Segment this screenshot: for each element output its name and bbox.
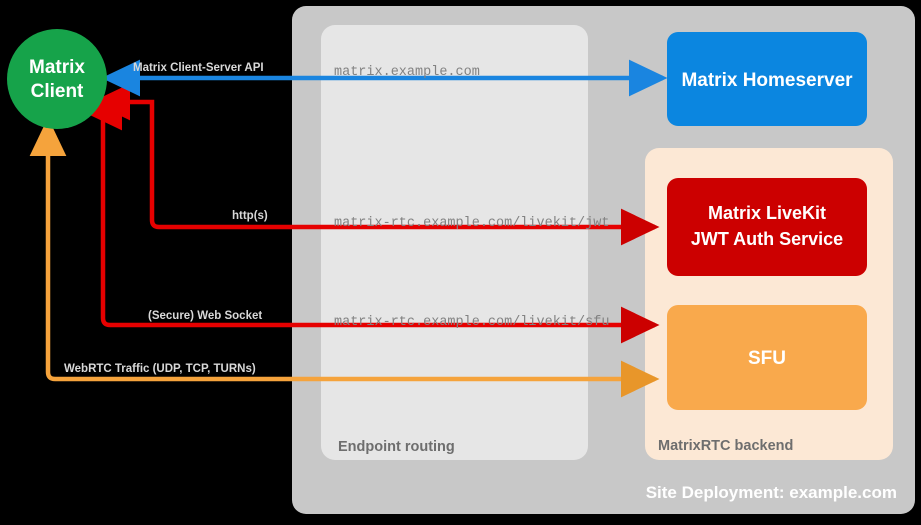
edge-livekit-sfu-label: (Secure) Web Socket xyxy=(148,310,262,322)
edge-livekit-sfu-line xyxy=(83,93,660,344)
matrix-homeserver-label: Matrix Homeserver xyxy=(681,70,853,91)
edge-client-server-api-label: Matrix Client-Server API xyxy=(133,62,264,74)
node-sfu[interactable]: SFU xyxy=(667,305,867,410)
sfu-box[interactable] xyxy=(667,305,867,410)
endpoint-routing-container xyxy=(321,25,588,460)
edge-livekit-sfu-endpoint: matrix-rtc.example.com/livekit/sfu xyxy=(334,315,609,330)
jwt-auth-service-label-line-1: Matrix LiveKit xyxy=(708,203,826,223)
matrix-client-circle[interactable] xyxy=(7,29,107,129)
edge-livekit-jwt-endpoint: matrix-rtc.example.com/livekit/jwt xyxy=(334,216,609,231)
node-jwt-auth-service[interactable]: Matrix LiveKit JWT Auth Service xyxy=(667,178,867,276)
matrix-homeserver-box[interactable] xyxy=(667,32,867,126)
edge-livekit-jwt: http(s) matrix-rtc.example.com/livekit/j… xyxy=(91,83,660,246)
edge-client-server-api-endpoint: matrix.example.com xyxy=(334,65,480,80)
edge-webrtc-line xyxy=(29,117,660,398)
edge-client-server-api: Matrix Client-Server API matrix.example.… xyxy=(101,59,668,97)
edge-livekit-jwt-label: http(s) xyxy=(232,210,268,222)
endpoint-routing-caption: Endpoint routing xyxy=(338,439,455,455)
edge-livekit-jwt-line xyxy=(91,83,660,246)
node-matrix-client[interactable]: Matrix Client xyxy=(7,29,107,129)
matrix-client-label-line-2: Client xyxy=(31,81,84,102)
jwt-auth-service-label-line-2: JWT Auth Service xyxy=(691,229,843,249)
edge-webrtc-label: WebRTC Traffic (UDP, TCP, TURNs) xyxy=(64,363,256,375)
edge-livekit-sfu: (Secure) Web Socket matrix-rtc.example.c… xyxy=(83,93,660,344)
endpoint-routing-group: Endpoint routing xyxy=(321,25,588,460)
matrix-client-label-line-1: Matrix xyxy=(29,57,85,78)
matrixrtc-backend-caption: MatrixRTC backend xyxy=(658,438,793,454)
node-matrix-homeserver[interactable]: Matrix Homeserver xyxy=(667,32,867,126)
site-deployment-caption: Site Deployment: example.com xyxy=(646,483,897,502)
jwt-auth-service-box[interactable] xyxy=(667,178,867,276)
edge-webrtc-traffic: WebRTC Traffic (UDP, TCP, TURNs) xyxy=(29,117,660,398)
sfu-label: SFU xyxy=(748,348,786,369)
